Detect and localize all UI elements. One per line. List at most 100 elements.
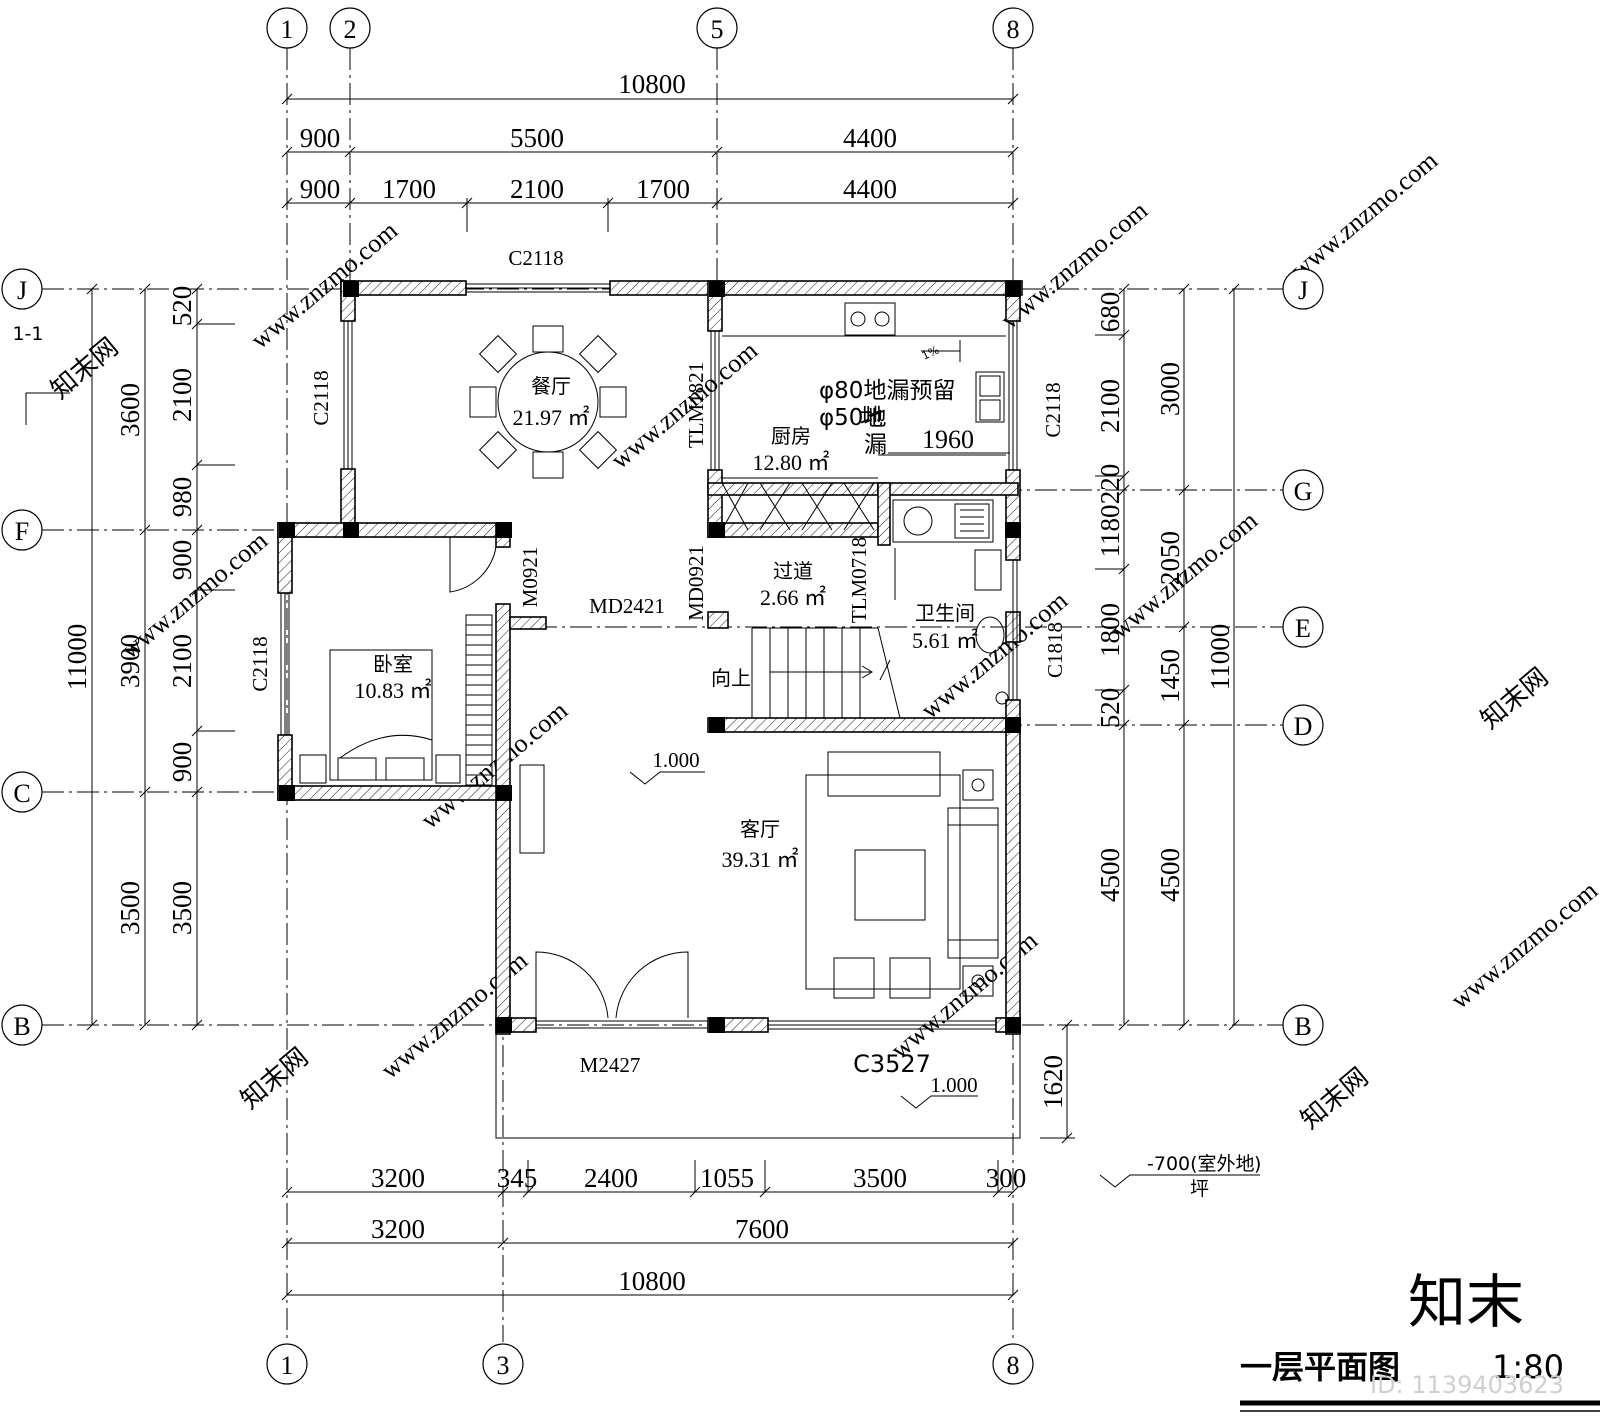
- dim-label: 4500: [1095, 848, 1125, 902]
- axis-label: 8: [1007, 1351, 1020, 1380]
- axis-label: 1: [281, 15, 294, 44]
- axis-label: 5: [711, 15, 724, 44]
- watermark-text: www.znzmo.com: [1285, 146, 1443, 285]
- dim-label: 1800: [1095, 603, 1125, 657]
- dim-label: 5500: [510, 123, 564, 153]
- label-c2118-kitchen: C2118: [1041, 382, 1065, 437]
- watermark-text: www.znzmo.com: [1445, 876, 1600, 1015]
- label-c3527: C3527: [853, 1050, 931, 1078]
- axis-label: F: [15, 517, 29, 546]
- axis-label: G: [1294, 477, 1313, 506]
- room-name-dining: 餐厅: [531, 374, 571, 398]
- porch-outline: [495, 1034, 1021, 1139]
- axis-bubble-left: C: [1, 771, 43, 813]
- living-furniture: [519, 751, 999, 1019]
- axis-bubble-left: J: [1, 268, 43, 310]
- axis-label: C: [13, 779, 30, 808]
- note-stair-up: 向上: [711, 666, 751, 690]
- walls: [277, 280, 1023, 1035]
- dim-label: 2400: [584, 1163, 638, 1193]
- dim-label: 680: [1095, 292, 1125, 333]
- opening-labels: C2118 C2118 C2118 C2118 TLM1821 TLM0718 …: [248, 246, 1067, 1078]
- axis-label: E: [1295, 614, 1311, 643]
- watermark-brand: 知末网: [1475, 662, 1553, 734]
- dim-label: 2100: [167, 634, 197, 688]
- axis-bubble-bottom: 8: [992, 1343, 1034, 1385]
- dim-label: 900: [167, 742, 197, 783]
- dim-label: 980: [167, 477, 197, 518]
- dim-porch-depth: 1620: [1038, 1055, 1068, 1109]
- dim-label: 900: [300, 174, 341, 204]
- top-dimensions: 10800 900 5500 4400 900 1700 2100 1700 4…: [281, 69, 1019, 232]
- axis-bubble-right: G: [1282, 469, 1324, 511]
- dim-label: 520: [167, 286, 197, 327]
- axis-label: B: [13, 1012, 30, 1041]
- axis-label: J: [17, 276, 27, 305]
- section-label: 1-1: [12, 323, 43, 345]
- dim-label: 3500: [115, 881, 145, 935]
- room-name-passage: 过道: [773, 559, 813, 583]
- dim-label: 220: [1095, 464, 1125, 505]
- note-drain-mark: 地: [860, 405, 883, 431]
- room-name-kitchen: 厨房: [771, 424, 811, 448]
- note-drain-80: φ80地漏预留: [819, 378, 955, 404]
- title-name: 一层平面图: [1240, 1348, 1400, 1386]
- dim-label: 3500: [167, 881, 197, 935]
- watermark-brand: 知末网: [45, 332, 123, 404]
- dim-kitchen-1960: 1960: [922, 425, 974, 454]
- dim-label: 3200: [371, 1214, 425, 1244]
- watermark-brand: 知末网: [1295, 1062, 1373, 1134]
- axis-label: 1: [281, 1351, 294, 1380]
- notes: φ80地漏预留 φ50地 漏 地 1% 1960 向上 1.000 1.000 …: [12, 323, 1261, 1200]
- room-name-living: 客厅: [740, 817, 780, 841]
- axis-bubble-top: 1: [266, 7, 308, 49]
- axis-label: B: [1294, 1012, 1311, 1041]
- axis-bubble-left: F: [1, 509, 43, 551]
- dim-bottom-total: 10800: [618, 1266, 686, 1296]
- label-c1818: C1818: [1043, 622, 1067, 678]
- axis-bubble-bottom: 1: [266, 1343, 308, 1385]
- axis-bubble-top: 5: [696, 7, 738, 49]
- dim-left-total: 11000: [62, 624, 92, 691]
- level-marker-porch: 1.000: [900, 1073, 978, 1109]
- dim-label: 2100: [510, 174, 564, 204]
- room-area-dining: 21.97 ㎡: [512, 405, 589, 430]
- watermark-text: www.znzmo.com: [415, 696, 573, 835]
- axis-bubble-right: D: [1282, 704, 1324, 746]
- label-m0921: M0921: [518, 547, 542, 608]
- label-m2427: M2427: [580, 1053, 641, 1077]
- dim-label: 520: [1095, 688, 1125, 729]
- dim-label: 2100: [167, 368, 197, 422]
- section-mark: 1-1: [12, 323, 70, 425]
- level-value: 1.000: [930, 1073, 977, 1097]
- dim-label: 3200: [371, 1163, 425, 1193]
- dim-label: 900: [300, 123, 341, 153]
- bathroom-fixtures: [892, 499, 1009, 705]
- title-scale: 1:80: [1492, 1348, 1564, 1386]
- axis-label: D: [1294, 712, 1313, 741]
- level-value-2: 坪: [1190, 1178, 1209, 1200]
- bottom-dimensions: 3200 345 2400 1055 3500 300 3200 7600 10…: [281, 1019, 1075, 1301]
- note-drain-50-end: 漏: [864, 432, 887, 458]
- label-md2421: MD2421: [589, 594, 665, 618]
- label-c2118-top: C2118: [508, 246, 563, 270]
- level-value-end: ): [1254, 1153, 1261, 1175]
- axis-bubble-top: 8: [992, 7, 1034, 49]
- stair: [751, 627, 901, 719]
- watermark-logo: 知末: [1408, 1270, 1524, 1335]
- kitchen-fixtures: [721, 302, 1006, 531]
- axis-bubble-top: 2: [329, 7, 371, 49]
- columns: [279, 281, 1021, 1033]
- dim-label: 1700: [636, 174, 690, 204]
- room-name-bath: 卫生间: [915, 601, 975, 625]
- axis-label: 3: [497, 1351, 510, 1380]
- note-drain-50: φ50地: [819, 405, 886, 431]
- dim-label: 7600: [735, 1214, 789, 1244]
- dim-label: 3600: [115, 383, 145, 437]
- label-c2118-dining: C2118: [309, 370, 333, 425]
- dim-label: 4500: [1155, 848, 1185, 902]
- axis-bubbles: 1 2 5 8 1 3 8 J F C B J G E D B: [1, 7, 1324, 1385]
- dim-label: 2100: [1095, 379, 1125, 433]
- label-tlm1821: TLM1821: [684, 362, 708, 448]
